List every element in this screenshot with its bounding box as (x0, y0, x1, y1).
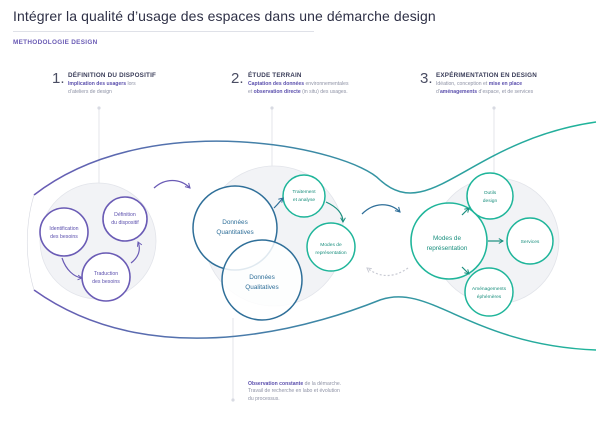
footer-line2: Travail de recherche en labo et évolutio… (248, 388, 340, 395)
step-3-desc-line2-bold: aménagements (439, 88, 478, 95)
step-2-number: 2. (231, 70, 244, 87)
node-modes-representation-small (306, 222, 356, 272)
footer-line1-rest: de la démarche. (303, 381, 342, 387)
arrow-phase1-to-phase2 (153, 179, 191, 189)
node-donnees-qualitatives (221, 239, 303, 321)
node-services (506, 217, 554, 265)
node-definition-line1: Définition (114, 212, 136, 218)
node-traitement-line2: et analyse (293, 197, 316, 203)
node-amenagements-line1: Aménagements (472, 286, 507, 292)
node-services-label: Services (521, 239, 540, 245)
step-1-desc-rest: lors (126, 81, 136, 87)
node-identification-line1: Identification (49, 226, 78, 232)
footer-line3: du processus. (248, 395, 280, 402)
node-modes-small-line1: Modes de (320, 242, 342, 248)
arrow-phase2-to-phase3 (361, 204, 401, 215)
step-2-title: ÉTUDE TERRAIN (248, 72, 302, 79)
node-qualitatives-line1: Données (249, 274, 275, 281)
flow-curve-bottom (33, 289, 597, 351)
flow-curve-top (33, 121, 597, 196)
connector-dot-step-3 (492, 106, 496, 110)
title-divider (13, 31, 314, 32)
step-3-desc-pre: Idéation, conception et (436, 81, 489, 87)
step-3-desc-bold: mise en place (488, 81, 523, 87)
node-modes-big-line2: représentation (427, 245, 468, 252)
arrow-identification-to-traduction (61, 257, 83, 281)
node-identification-line2: des besoins (50, 234, 78, 240)
node-traitement-analyse (282, 174, 326, 218)
node-modes-small-line2: représentation (315, 250, 347, 256)
step-2-desc-bold: Captation des données (248, 81, 305, 87)
arrow-traduction-to-definition (130, 241, 143, 264)
arrow-modes-to-outils (461, 207, 470, 216)
connector-dot-step-2 (270, 106, 274, 110)
step-2-desc-line2-pre: et (248, 88, 254, 95)
node-traitement-line1: Traitement (292, 189, 316, 195)
arrow-phase3-back-to-phase2 (366, 267, 409, 277)
step-1-title: DÉFINITION DU DISPOSITIF (68, 72, 157, 79)
page-subtitle: METHODOLOGIE DESIGN (13, 39, 98, 46)
node-quantitatives-line1: Données (222, 219, 248, 226)
arrow-quantitatives-to-traitement (273, 197, 284, 209)
connector-dot-step-1 (97, 106, 101, 110)
node-definition-line2: du dispositif (111, 220, 139, 226)
step-2-desc-line2-bold: observation directe (253, 88, 301, 95)
node-modes-big-line1: Modes de (433, 235, 462, 242)
arrow-traitement-to-modes (325, 201, 346, 223)
node-outils-design (466, 172, 514, 220)
step-3-title: EXPÉRIMENTATION EN DESIGN (436, 72, 537, 79)
step-1-number: 1. (52, 70, 65, 87)
step-2-desc-line2-rest: (in situ) des usages. (300, 88, 348, 95)
page-title: Intégrer la qualité d’usage des espaces … (13, 8, 436, 24)
node-amenagements-line2: éphémères (477, 294, 502, 300)
step-2-description: Captation des données environnementales … (248, 81, 349, 96)
step-3-desc-line2-pre: d’ (436, 88, 440, 95)
node-modes-representation-big (410, 202, 488, 280)
step-2-desc-rest: environnementales (304, 81, 349, 87)
node-traduction-line1: Traduction (94, 271, 118, 277)
node-definition-dispositif (102, 196, 148, 242)
step-3-description: Idéation, conception et mise en place d’… (436, 81, 533, 96)
footer-bold: Observation constante (248, 381, 304, 387)
connector-dot-footer (231, 398, 235, 402)
node-traduction-besoins (81, 252, 131, 302)
footer-note: Observation constante de la démarche. Tr… (248, 381, 341, 403)
flow-curve-left-cap (26, 194, 35, 291)
arrow-modes-to-amenagements (461, 266, 470, 275)
node-quantitatives-line2: Quantitatives (216, 229, 253, 236)
node-qualitatives-line2: Qualitatives (245, 284, 278, 291)
node-traduction-line2: des besoins (92, 279, 120, 285)
node-outils-line2: design (483, 198, 498, 204)
node-outils-line1: Outils (484, 190, 497, 196)
step-1-desc-line2: d’ateliers de design (68, 88, 112, 95)
step-3-desc-line2-rest: d’espace, et de services (477, 88, 534, 95)
node-identification-besoins (39, 207, 89, 257)
step-1-desc-bold: Implication des usagers (68, 81, 127, 87)
step-1-description: Implication des usagers lors d’ateliers … (68, 81, 136, 96)
step-3-number: 3. (420, 70, 433, 87)
node-amenagements-ephemeres (464, 267, 514, 317)
